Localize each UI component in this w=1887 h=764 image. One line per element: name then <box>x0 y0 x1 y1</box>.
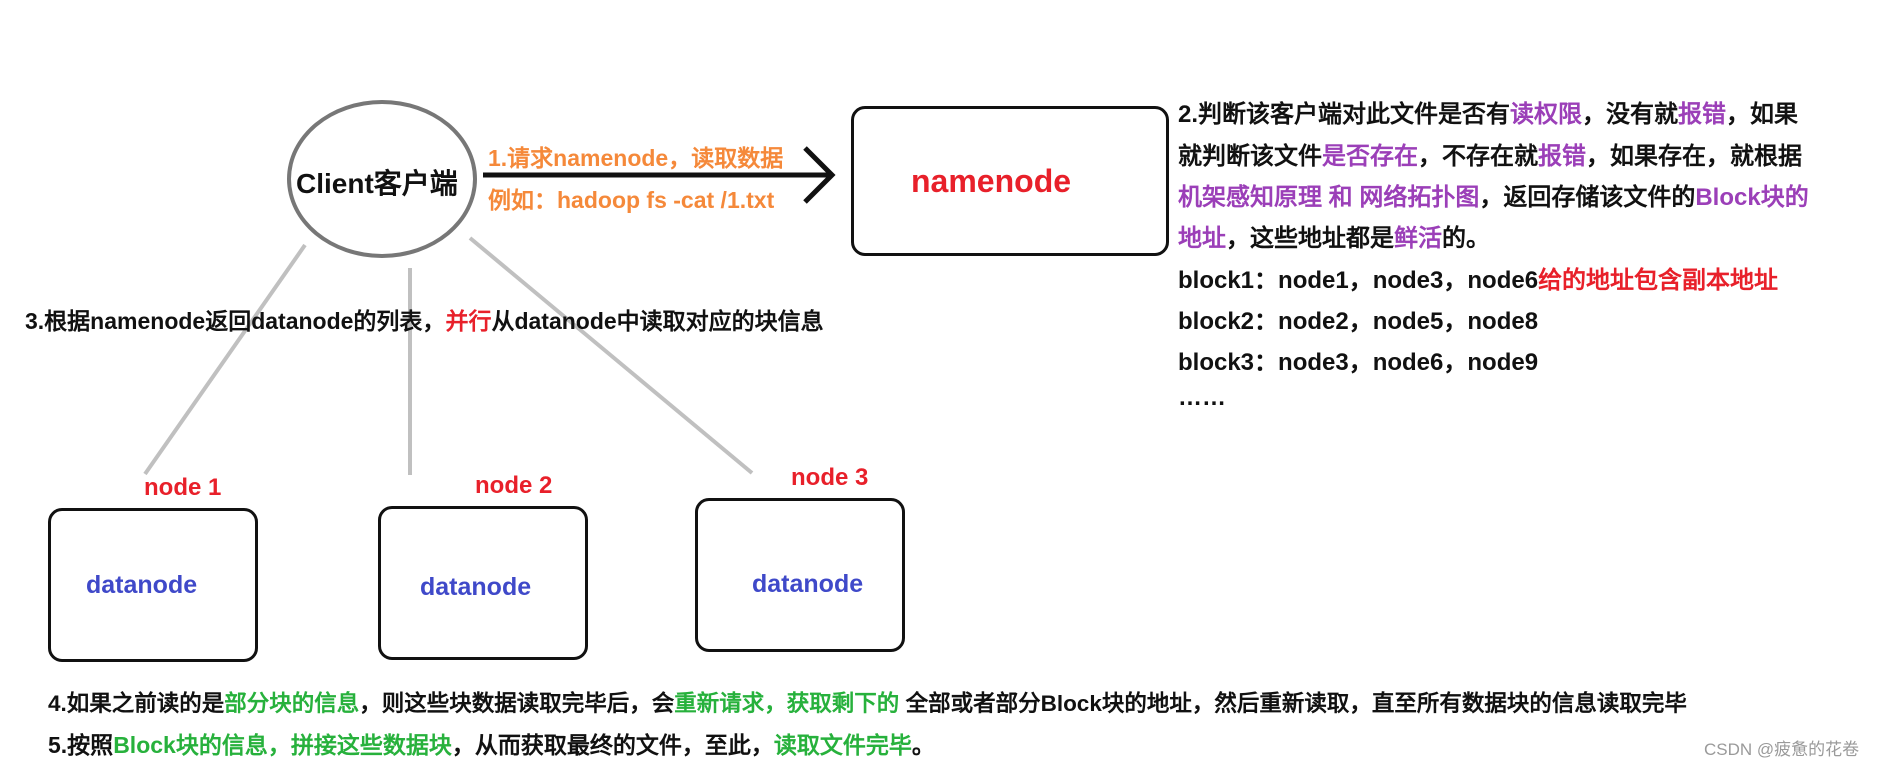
step5-b: Block块的信息，拼接这些数据块 <box>113 732 452 758</box>
arrow-label-request: 1.请求namenode，读取数据 <box>488 145 784 171</box>
namenode-box <box>851 106 1169 256</box>
step4-e: 全部或者部分Block块的地址，然后重新读取，直至所有数据块的信息读取完毕 <box>899 691 1687 716</box>
arrow-head-icon <box>803 146 836 204</box>
step2-l3-b: ，返回存储该文件的 <box>1479 184 1696 211</box>
step4-d: 重新请求，获取剩下的 <box>674 691 900 716</box>
node2-label: node 2 <box>475 472 553 499</box>
step5-line: 5.按照Block块的信息，拼接这些数据块，从而获取最终的文件，至此，读取文件完… <box>48 726 935 760</box>
datanode-3-label: datanode <box>752 570 864 598</box>
step2-l2-e: ，如果存在，就根据 <box>1586 143 1802 170</box>
block3-text: block3：node3，node6，node9 <box>1178 349 1539 376</box>
step4-b: 部分块的信息 <box>224 691 360 716</box>
block2-text: block2：node2，node5，node8 <box>1178 308 1539 335</box>
line-client-node1 <box>143 243 307 476</box>
node3-label: node 3 <box>791 464 869 491</box>
step2-l4-d: 的。 <box>1442 225 1490 252</box>
block1-text: block1：node1，node3，node6 <box>1178 267 1539 294</box>
step2-l3-a: 机架感知原理 和 网络拓扑图 <box>1178 184 1480 211</box>
step3-c: 从datanode中读取对应的块信息 <box>491 308 824 334</box>
step2-line1: 2.判断该客户端对此文件是否有读权限，没有就报错，如果 <box>1178 94 1798 129</box>
step4-a: 4.如果之前读的是 <box>48 691 225 716</box>
step2-l1-b: 读权限 <box>1510 101 1583 128</box>
step2-l4-b: ，这些地址都是 <box>1226 225 1394 252</box>
step2-l4-c: 鲜活 <box>1394 225 1442 252</box>
step2-l2-a: 就判断该文件 <box>1178 143 1322 170</box>
node1-label: node 1 <box>144 474 222 501</box>
step2-l1-a: 2.判断该客户端对此文件是否有 <box>1178 101 1511 128</box>
step2-l3-c: Block块的 <box>1695 184 1809 211</box>
datanode-box-3 <box>695 498 905 652</box>
step2-line2: 就判断该文件是否存在，不存在就报错，如果存在，就根据 <box>1178 136 1802 171</box>
step5-c: ，从而获取最终的文件，至此， <box>451 732 774 758</box>
step5-a: 5.按照 <box>48 732 114 758</box>
step5-d: 读取文件完毕 <box>773 732 912 758</box>
step4-c: ，则这些块数据读取完毕后，会 <box>359 691 675 716</box>
step2-line4: 地址，这些地址都是鲜活的。 <box>1178 218 1490 253</box>
step2-l1-d: 报错 <box>1678 101 1727 128</box>
step2-l1-e: ，如果 <box>1726 101 1799 128</box>
line-client-node3 <box>468 236 754 475</box>
step2-l4-a: 地址 <box>1178 225 1226 252</box>
step2-l2-c: ，不存在就 <box>1418 143 1538 170</box>
step3-line: 3.根据namenode返回datanode的列表，并行从datanode中读取… <box>25 302 824 336</box>
ellipsis: …… <box>1178 384 1226 411</box>
client-ellipse <box>287 100 477 258</box>
datanode-2-label: datanode <box>420 573 532 601</box>
step2-l1-c: ，没有就 <box>1582 101 1679 128</box>
step2-line3: 机架感知原理 和 网络拓扑图，返回存储该文件的Block块的 <box>1178 177 1809 212</box>
block3-line: block3：node3，node6，node9 <box>1178 342 1538 377</box>
step3-a: 3.根据namenode返回datanode的列表， <box>25 308 446 334</box>
watermark: CSDN @疲惫的花卷 <box>1704 740 1860 759</box>
datanode-box-2 <box>378 506 588 660</box>
block2-line: block2：node2，node5，node8 <box>1178 301 1538 336</box>
block1-note: 给的地址包含副本地址 <box>1538 267 1779 294</box>
step3-b: 并行 <box>445 308 492 334</box>
step4-line: 4.如果之前读的是部分块的信息，则这些块数据读取完毕后，会重新请求，获取剩下的 … <box>48 686 1687 718</box>
step2-l2-d: 报错 <box>1538 143 1586 170</box>
arrow-label-example: 例如：hadoop fs -cat /1.txt <box>488 187 775 213</box>
block1-line: block1：node1，node3，node6给的地址包含副本地址 <box>1178 260 1778 295</box>
datanode-1-label: datanode <box>86 571 198 599</box>
client-label: Client客户端 <box>296 168 458 199</box>
step5-e: 。 <box>911 732 935 758</box>
namenode-label: namenode <box>911 163 1072 199</box>
step2-l2-b: 是否存在 <box>1322 143 1418 170</box>
datanode-box-1 <box>48 508 258 662</box>
